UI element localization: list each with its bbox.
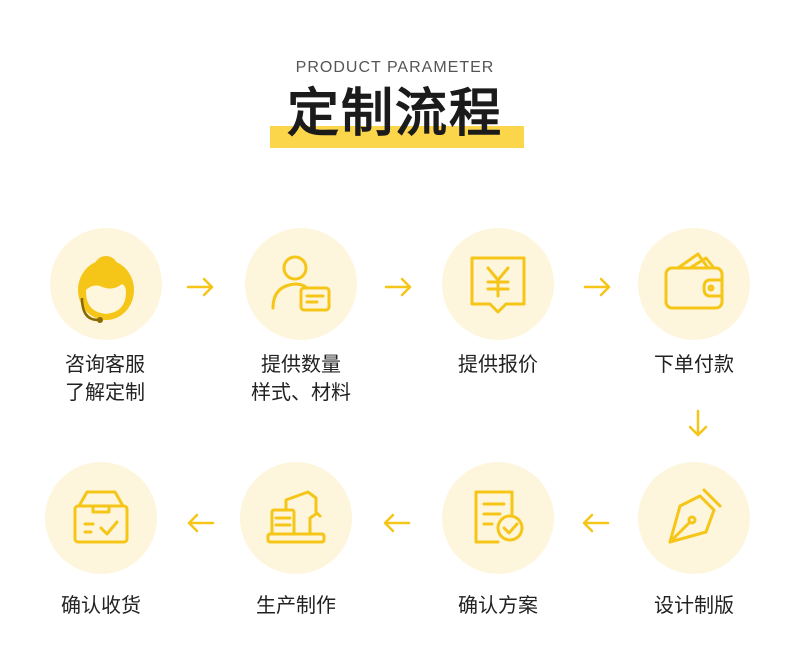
header-subtitle: PRODUCT PARAMETER [295, 59, 495, 76]
yen-quote-icon [442, 228, 554, 340]
step-label-2: 样式、材料 [251, 380, 351, 404]
pen-nib-icon [638, 462, 750, 574]
step-label: 下单付款 [654, 352, 734, 376]
customer-service-icon [50, 228, 162, 340]
title-highlight-bar [270, 126, 524, 148]
arrow-left-icon [383, 513, 411, 533]
step-label: 提供报价 [458, 352, 538, 376]
step-label: 提供数量 [261, 352, 341, 376]
arrow-right-icon [186, 277, 214, 297]
arrow-down-icon [688, 409, 708, 437]
step-label: 确认收货 [61, 593, 141, 617]
header: 定制流程 [0, 82, 790, 148]
box-check-icon [45, 462, 157, 574]
step-label: 生产制作 [256, 593, 336, 617]
arrow-left-icon [582, 513, 610, 533]
wallet-icon [638, 228, 750, 340]
document-check-icon [442, 462, 554, 574]
arrow-right-icon [384, 277, 412, 297]
arrow-right-icon [583, 277, 611, 297]
step-label-2: 了解定制 [65, 380, 145, 404]
arrow-left-icon [187, 513, 215, 533]
step-label: 设计制版 [654, 593, 734, 617]
step-label: 确认方案 [458, 593, 538, 617]
step-label: 咨询客服 [65, 352, 145, 376]
machine-icon [240, 462, 352, 574]
page-title: 定制流程 [286, 84, 503, 144]
user-card-icon [245, 228, 357, 340]
